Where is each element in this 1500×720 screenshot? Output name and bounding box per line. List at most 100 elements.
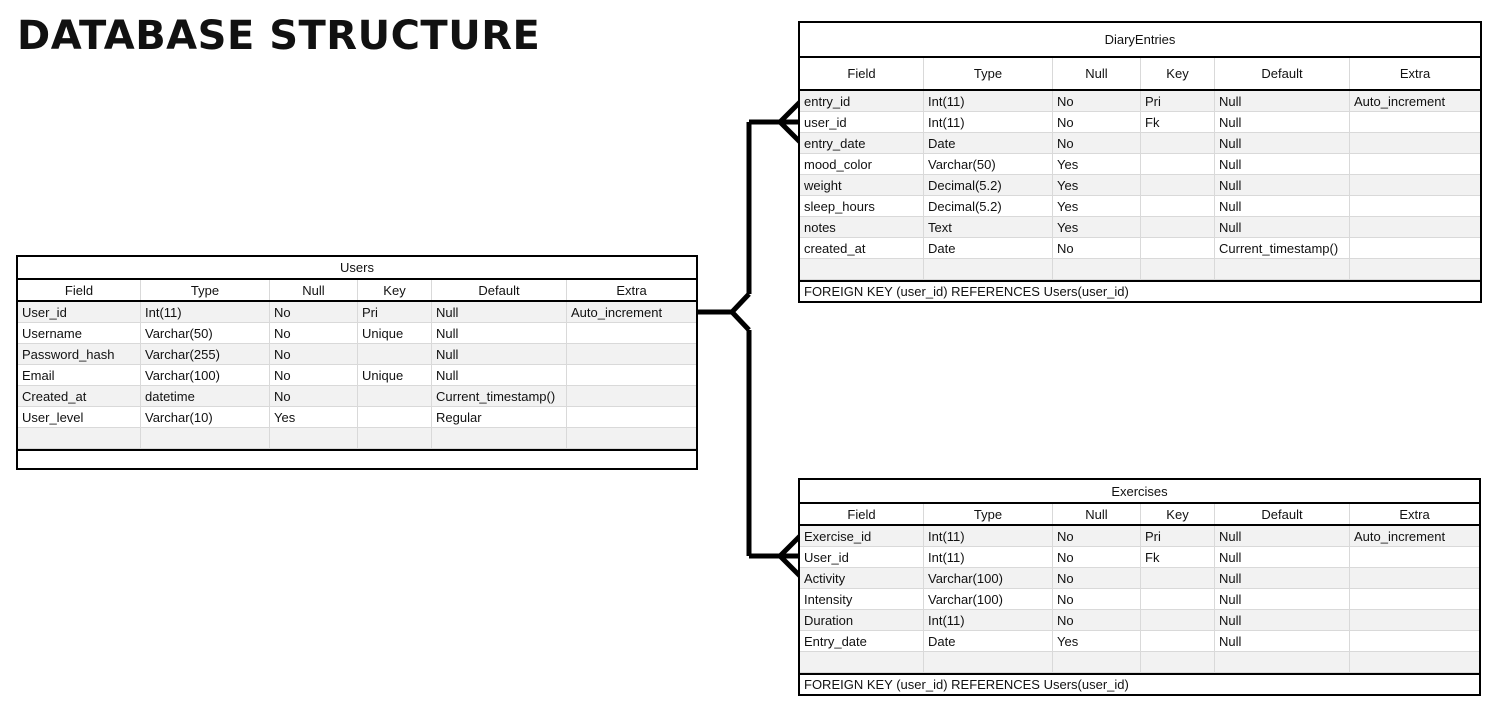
cell-type — [924, 652, 1053, 672]
cell-field — [18, 428, 141, 448]
cell-null: Yes — [1053, 631, 1141, 651]
cell-field: weight — [800, 175, 924, 195]
cell-null: No — [1053, 133, 1141, 153]
cell-key — [1141, 589, 1215, 609]
cell-default — [1215, 259, 1350, 279]
cell-default: Null — [1215, 547, 1350, 567]
cell-extra — [1350, 217, 1480, 237]
cell-null: No — [1053, 568, 1141, 588]
cell-key — [358, 344, 432, 364]
cell-null: No — [1053, 589, 1141, 609]
cell-key — [358, 428, 432, 448]
cell-extra — [1350, 259, 1480, 279]
cell-extra: Auto_increment — [571, 304, 663, 320]
cell-null: Yes — [1053, 175, 1141, 195]
foreign-key-note: FOREIGN KEY (user_id) REFERENCES Users(u… — [800, 280, 1480, 301]
cell-type: Int(11) — [141, 302, 270, 322]
cell-type: Varchar(100) — [141, 365, 270, 385]
cell-key — [358, 407, 432, 427]
cell-extra — [1350, 631, 1479, 651]
table-row — [800, 259, 1480, 280]
cell-extra — [1350, 610, 1479, 630]
column-header-key: Key — [1141, 504, 1215, 524]
cell-type: Varchar(50) — [924, 154, 1053, 174]
cell-type: Int(11) — [924, 526, 1053, 546]
cell-default: Null — [1215, 196, 1350, 216]
foreign-key-note: FOREIGN KEY (user_id) REFERENCES Users(u… — [800, 673, 1479, 694]
cell-type: Varchar(50) — [141, 323, 270, 343]
cell-key: Fk — [1141, 112, 1215, 132]
cell-field: Entry_date — [800, 631, 924, 651]
cell-type: Varchar(255) — [141, 344, 270, 364]
cell-field: Intensity — [800, 589, 924, 609]
cell-default: Null — [432, 344, 567, 364]
cell-default: Null — [1215, 175, 1350, 195]
cell-extra — [1350, 652, 1479, 672]
column-header-type: Type — [141, 280, 270, 300]
cell-key — [1141, 154, 1215, 174]
cell-default: Null — [1215, 112, 1350, 132]
cell-null: No — [270, 344, 358, 364]
cell-type: Date — [924, 133, 1053, 153]
cell-extra — [1350, 547, 1479, 567]
cell-default: Null — [432, 323, 567, 343]
cell-field — [800, 259, 924, 279]
cell-type: Int(11) — [924, 610, 1053, 630]
cell-type: Int(11) — [924, 91, 1053, 111]
cell-type: Int(11) — [924, 112, 1053, 132]
cell-field: mood_color — [800, 154, 924, 174]
column-header-field: Field — [800, 504, 924, 524]
column-header-extra: Extra — [616, 282, 647, 298]
cell-type: Date — [924, 238, 1053, 258]
cell-extra — [1350, 133, 1480, 153]
cell-null: No — [1053, 526, 1141, 546]
cell-default: Null — [1215, 133, 1350, 153]
cell-default — [1215, 652, 1350, 672]
cell-field: entry_date — [800, 133, 924, 153]
cell-default: Current_timestamp() — [1215, 238, 1350, 258]
cell-null: Yes — [1053, 217, 1141, 237]
cell-key — [1141, 175, 1215, 195]
cell-null: No — [1053, 547, 1141, 567]
cell-null — [1053, 259, 1141, 279]
table-row — [800, 652, 1479, 673]
column-header-null: Null — [1053, 58, 1141, 89]
cell-key — [1141, 238, 1215, 258]
column-header-field: Field — [18, 280, 141, 300]
column-header-extra: Extra — [1399, 506, 1430, 522]
column-header-field: Field — [800, 58, 924, 89]
cell-field: notes — [800, 217, 924, 237]
cell-default: Null — [1215, 154, 1350, 174]
cell-key — [1141, 133, 1215, 153]
cell-extra — [567, 386, 696, 406]
cell-extra: Auto_increment — [1354, 93, 1446, 109]
cell-type: Decimal(5.2) — [924, 196, 1053, 216]
cell-field: Created_at — [18, 386, 141, 406]
cell-extra: Auto_increment — [1354, 528, 1446, 544]
cell-extra — [567, 428, 696, 448]
cell-field: User_level — [18, 407, 141, 427]
cell-field — [800, 652, 924, 672]
cell-field: Exercise_id — [800, 526, 924, 546]
cell-default: Null — [1215, 589, 1350, 609]
cell-field: sleep_hours — [800, 196, 924, 216]
column-header-default: Default — [1215, 504, 1350, 524]
cell-key: Pri — [1141, 526, 1215, 546]
cell-field: Password_hash — [18, 344, 141, 364]
cell-default: Regular — [432, 407, 567, 427]
